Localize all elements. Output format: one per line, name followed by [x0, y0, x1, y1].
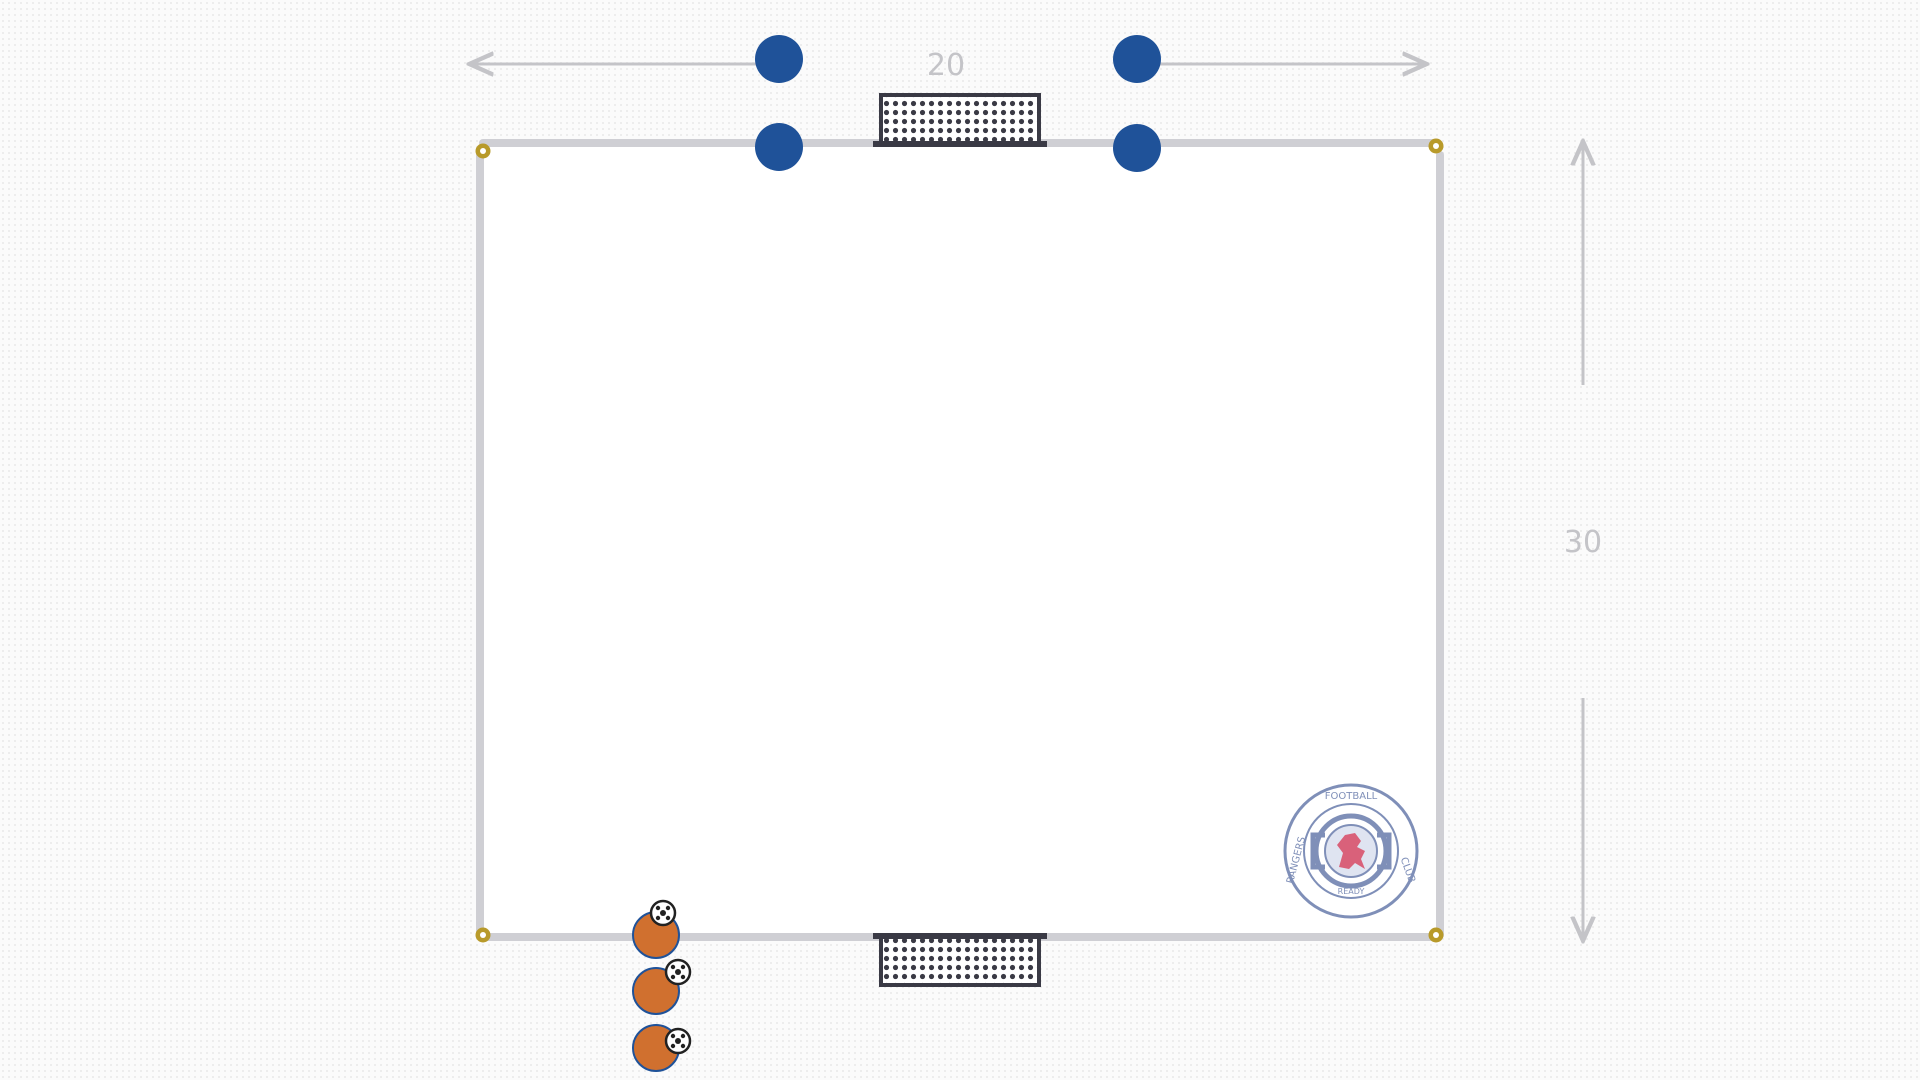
corner-cones	[475, 138, 1444, 943]
orange-player	[632, 1024, 692, 1072]
width-dimension: 20	[472, 48, 1424, 83]
ball-icon	[664, 958, 692, 986]
blue-player	[1113, 35, 1161, 83]
blue-players	[755, 35, 1161, 172]
width-label: 20	[927, 48, 965, 83]
orange-player	[632, 899, 680, 959]
blue-player	[755, 123, 803, 171]
blue-player	[755, 35, 803, 83]
cone-icon	[475, 927, 491, 943]
cone-icon	[475, 143, 491, 159]
crest-lion	[1337, 833, 1365, 869]
cone-icon	[1428, 927, 1444, 943]
goal-top	[873, 93, 1047, 147]
club-crest-icon: FOOTBALL RANGERS CLUB READY	[1283, 783, 1419, 919]
orange-player	[632, 958, 692, 1015]
pitch-area	[480, 143, 1438, 937]
blue-player	[1113, 124, 1161, 172]
ball-icon	[649, 899, 677, 927]
orange-players	[632, 899, 692, 1072]
cone-icon	[1428, 138, 1444, 154]
length-label: 30	[1564, 525, 1602, 560]
crest-top-text: FOOTBALL	[1325, 791, 1378, 802]
crest-bottom-text: READY	[1338, 887, 1365, 896]
length-dimension: 30	[1564, 144, 1602, 938]
ball-icon	[664, 1027, 692, 1055]
goal-bottom	[873, 933, 1047, 987]
